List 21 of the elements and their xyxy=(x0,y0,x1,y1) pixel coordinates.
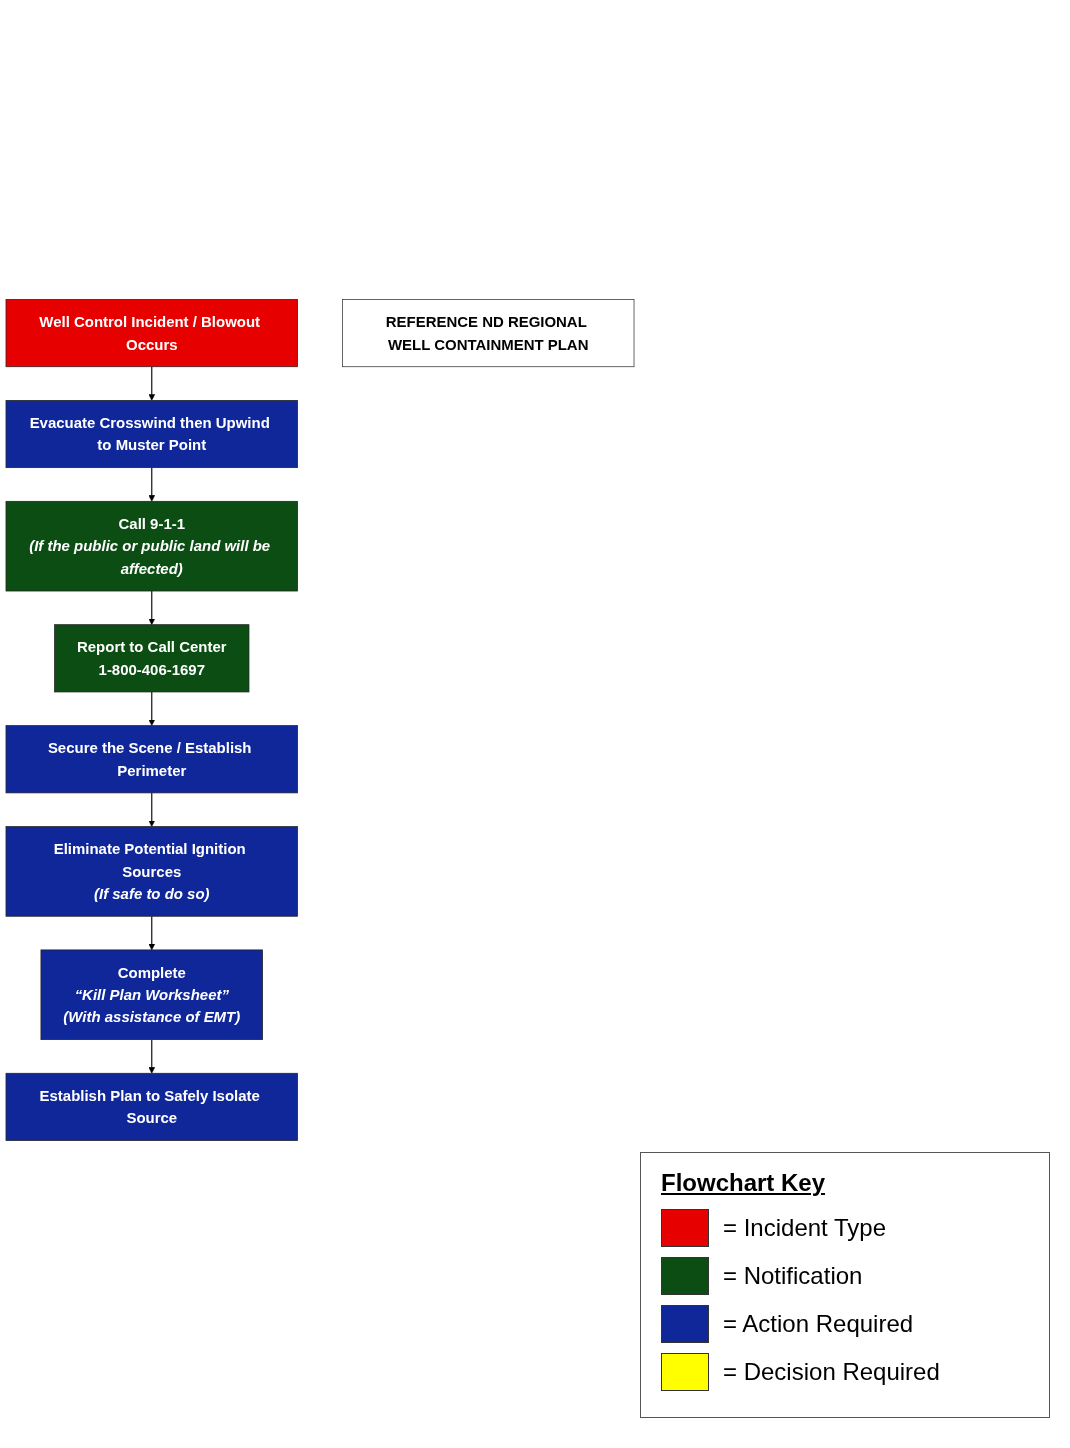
legend-title: Flowchart Key xyxy=(661,1169,827,1197)
node-box: Evacuate Crosswind then Upwind to Muster Point xyxy=(5,400,298,469)
arrow xyxy=(148,691,156,726)
node-box: REFERENCE ND REGIONAL WELL CONTAINMENT PLAN xyxy=(342,299,635,368)
arrow xyxy=(148,590,156,625)
node-box: Call 9-1-1 (If the public or public land will be affected) xyxy=(5,500,298,592)
node-box: Secure the Scene / Establish Perimeter xyxy=(5,725,298,794)
legend-text: = Incident Type xyxy=(723,1214,886,1242)
node-box: Report to Call Center 1-800-406-1697 xyxy=(54,624,250,693)
node-box: Well Control Incident / Blowout Occurs xyxy=(5,299,298,368)
arrow xyxy=(148,1039,156,1074)
arrow xyxy=(148,366,156,401)
legend-text: = Action Required xyxy=(723,1310,914,1338)
arrow xyxy=(148,792,156,827)
arrow xyxy=(148,467,156,502)
arrow xyxy=(148,915,156,951)
legend-text: = Notification xyxy=(723,1262,863,1290)
node-box: Complete “Kill Plan Worksheet” (With assistance of EMT) xyxy=(40,949,263,1040)
legend-text: = Decision Required xyxy=(723,1358,940,1386)
node-box: Establish Plan to Safely Isolate Source xyxy=(5,1072,298,1141)
node-box: Eliminate Potential Ignition Sources (If safe to do so) xyxy=(5,826,298,917)
